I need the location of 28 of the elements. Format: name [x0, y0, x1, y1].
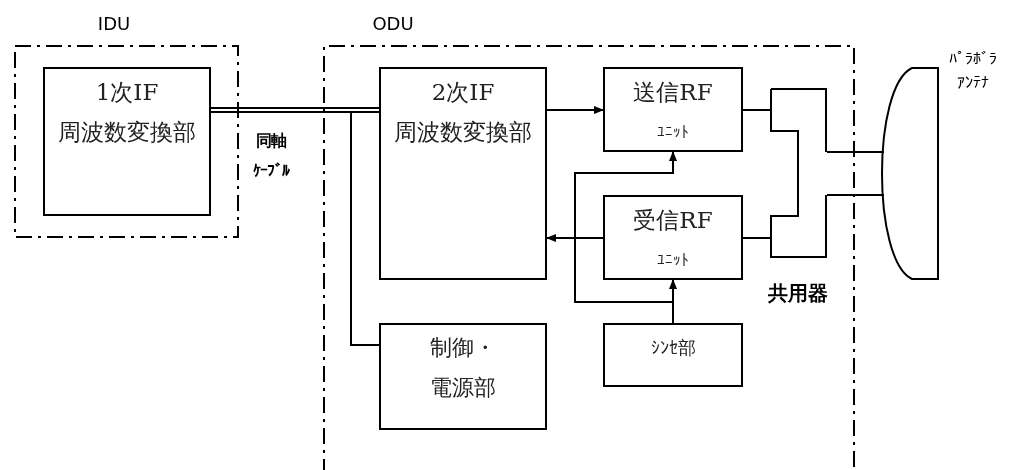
block-box	[379, 67, 547, 280]
arrow	[546, 234, 604, 242]
block-label: 周波数変換部	[393, 118, 533, 147]
antenna-label: ﾊﾟﾗﾎﾞﾗｱﾝﾃﾅ	[948, 48, 998, 94]
block-label: 制御・電源部	[429, 334, 497, 402]
duplexer-label: 共用器	[767, 280, 829, 307]
connector-line	[826, 151, 885, 153]
block-label: 1次IF	[94, 78, 160, 107]
arrow	[574, 151, 677, 324]
block-label: 送信RF	[632, 78, 714, 107]
connector-line	[826, 194, 885, 196]
unit-heading: IDU	[96, 13, 132, 34]
connector-line	[742, 237, 771, 239]
connector-line	[742, 109, 771, 111]
block-box	[603, 195, 743, 280]
block-label: ﾕﾆｯﾄ	[656, 122, 690, 143]
unit-heading: ODU	[371, 13, 415, 34]
cable-line	[210, 107, 380, 113]
block-box	[43, 67, 211, 216]
block-label: 2次IF	[430, 78, 496, 107]
block-box	[603, 67, 743, 152]
arrow	[546, 106, 604, 114]
block-box	[603, 323, 743, 387]
block-label: ﾕﾆｯﾄ	[656, 250, 690, 271]
block-label: 周波数変換部	[57, 118, 197, 147]
block-box	[379, 323, 547, 430]
block-label: 受信RF	[632, 206, 714, 235]
block-label: ｼﾝｾ部	[649, 336, 697, 360]
